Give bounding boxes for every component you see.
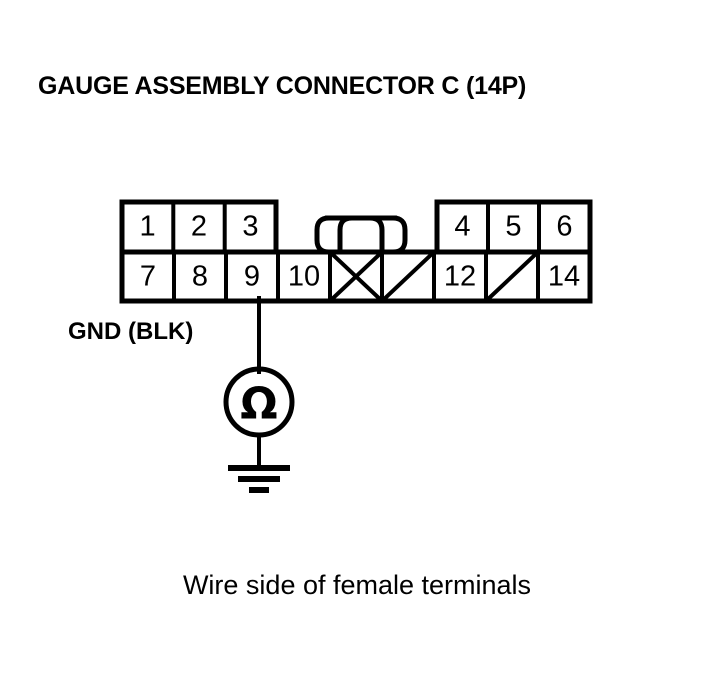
pin-cell-2: 2 — [191, 211, 207, 243]
pin-cell-10: 10 — [288, 261, 320, 293]
pin-cell-5: 5 — [505, 211, 521, 243]
connector-grid-svg: 1 2 3 4 5 6 — [119, 199, 593, 304]
latch-right-shoulder — [392, 215, 408, 255]
ohm-symbol-icon: Ω — [240, 379, 277, 430]
ohmmeter-svg: Ω — [223, 296, 295, 493]
top-row-right-block: 4 5 6 — [434, 199, 593, 255]
connector-diagram: 1 2 3 4 5 6 — [118, 196, 594, 308]
pin-cell-1: 1 — [140, 211, 156, 243]
pin-cell-3: 3 — [242, 211, 258, 243]
earth-ground-icon — [228, 465, 290, 493]
page-title: GAUGE ASSEMBLY CONNECTOR C (14P) — [38, 72, 527, 100]
pin-cell-9: 9 — [244, 261, 260, 293]
pin-cell-13-slashed-icon — [484, 250, 540, 303]
pin-cell-6: 6 — [556, 211, 572, 243]
pin-cell-14: 14 — [548, 261, 580, 293]
connector-latch-tab-icon — [314, 215, 408, 255]
pin-cell-11-crossed-icon — [328, 250, 384, 303]
pin-cell-8: 8 — [192, 261, 208, 293]
bottom-block-outline — [119, 249, 593, 304]
top-row-left-block: 1 2 3 — [119, 199, 279, 255]
pin-cell-blank-slashed-a-icon — [380, 250, 436, 303]
ohmmeter-measurement-group: Ω — [196, 296, 326, 496]
pin-cell-4: 4 — [454, 211, 470, 243]
diagram-caption: Wire side of female terminals — [182, 570, 532, 600]
pin-cell-7: 7 — [140, 261, 156, 293]
latch-head — [337, 215, 385, 252]
bottom-row-block: 7 8 9 10 12 14 — [119, 249, 593, 304]
latch-left-shoulder — [314, 215, 330, 255]
ground-wire-label: GND (BLK) — [68, 318, 194, 345]
pin-cell-12: 12 — [444, 261, 476, 293]
